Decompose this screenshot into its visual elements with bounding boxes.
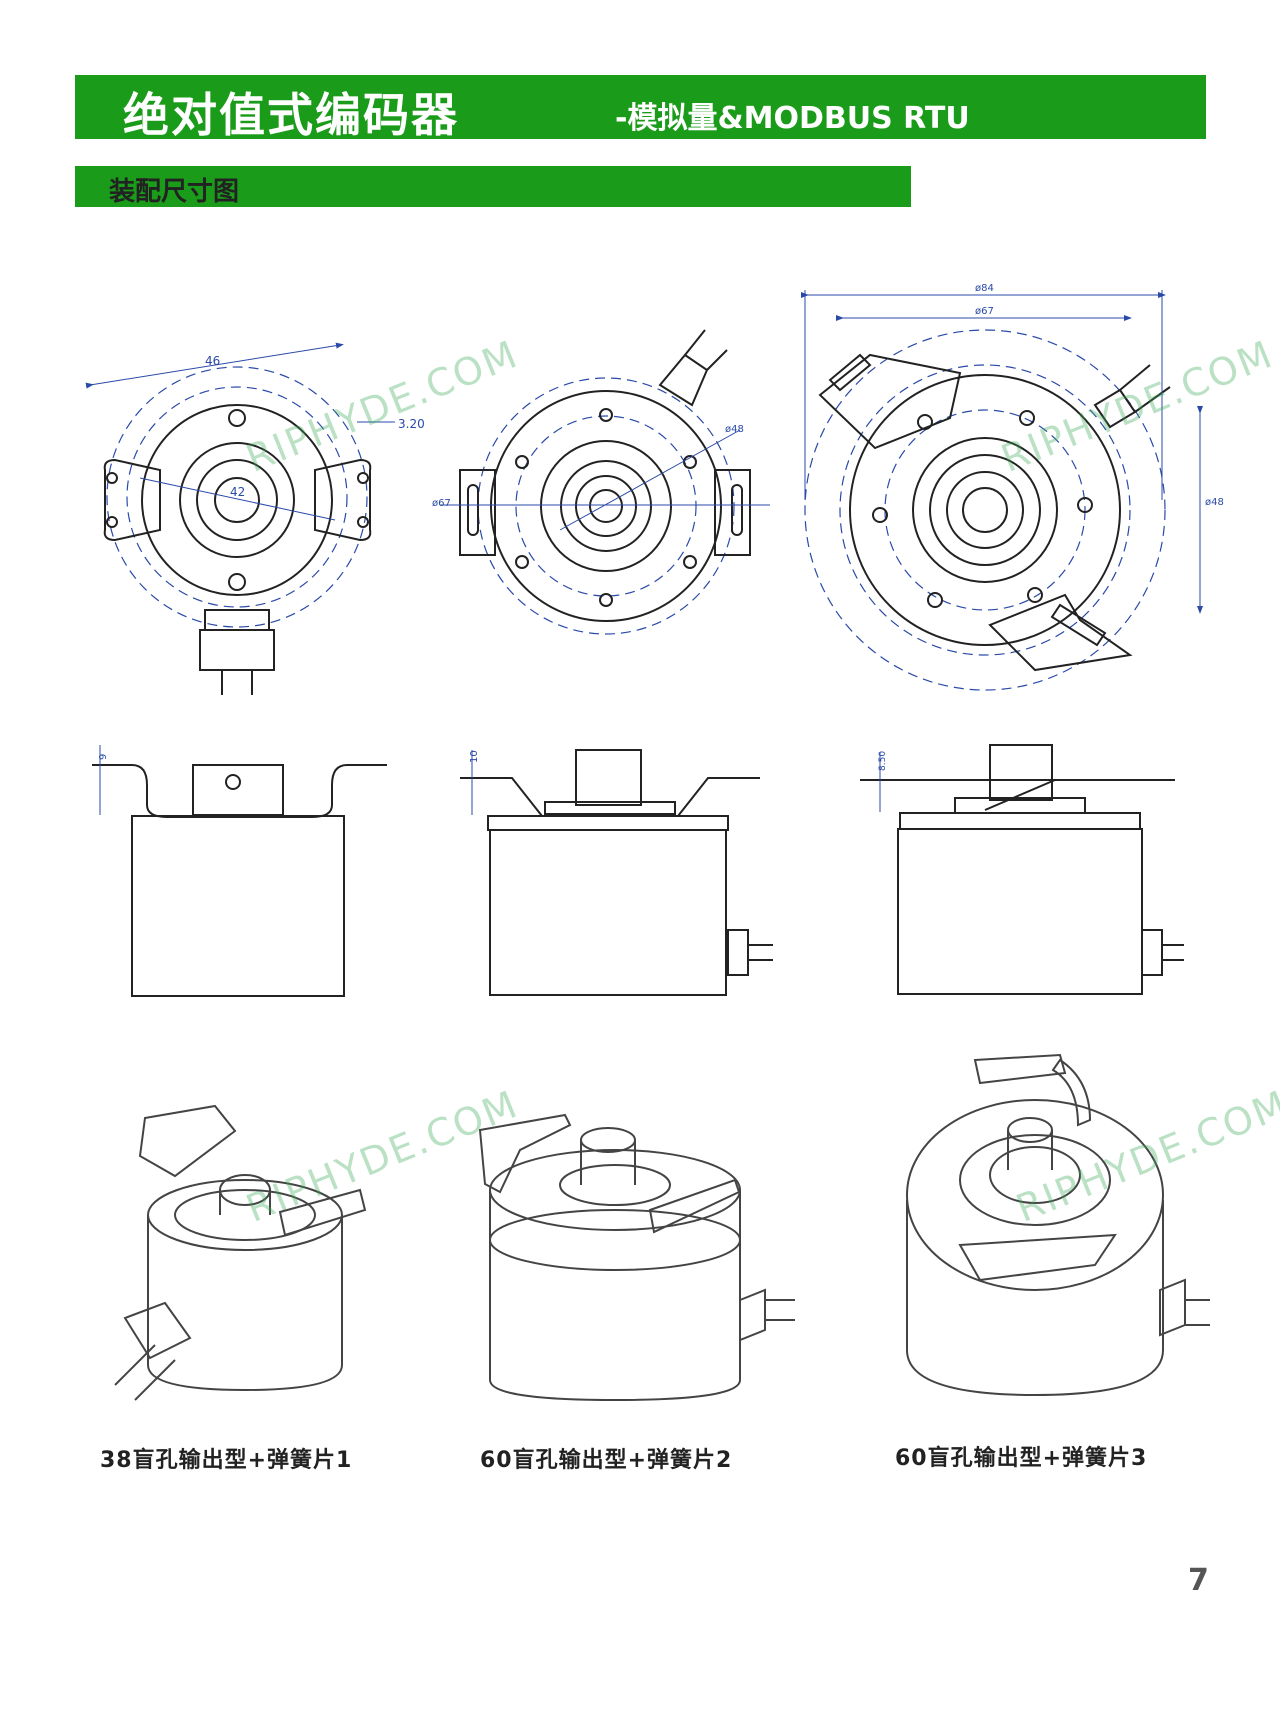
dim-phi48-b: ø48 (1205, 497, 1224, 508)
page-number: 7 (1188, 1563, 1209, 1598)
section-title: 装配尺寸图 (109, 177, 240, 207)
dim-46: 46 (205, 354, 220, 368)
page-title: 绝对值式编码器 (123, 88, 459, 142)
dim-10: 10 (469, 750, 480, 763)
dim-8-50: 8.50 (878, 751, 888, 771)
front-view-60-spring3 (801, 290, 1203, 691)
page-subtitle: -模拟量&MODBUS RTU (615, 101, 970, 136)
caption-38-spring1: 38盲孔输出型+弹簧片1 (100, 1448, 353, 1473)
side-view-60-spring3 (860, 744, 1184, 995)
front-view-38 (85, 342, 395, 695)
front-view-60-spring2 (440, 329, 770, 635)
header-banner: 绝对值式编码器 -模拟量&MODBUS RTU (75, 75, 1206, 142)
side-view-60-spring2 (460, 749, 773, 996)
dim-phi48-a: ø48 (725, 424, 744, 435)
dim-9: 9 (98, 754, 109, 760)
render-60-spring2 (478, 1113, 795, 1402)
dim-phi67-b: ø67 (975, 306, 994, 317)
caption-60-spring2: 60盲孔输出型+弹簧片2 (480, 1448, 733, 1473)
section-bar: 装配尺寸图 (75, 166, 911, 207)
render-38 (114, 1104, 367, 1401)
render-60-spring3 (906, 1053, 1210, 1397)
caption-60-spring3: 60盲孔输出型+弹簧片3 (895, 1446, 1148, 1471)
side-view-38 (92, 745, 387, 997)
dim-3-20: 3.20 (398, 417, 425, 431)
dim-phi84: ø84 (975, 283, 994, 294)
dim-phi67-a: ø67 (432, 498, 451, 509)
dim-42: 42 (230, 485, 245, 499)
